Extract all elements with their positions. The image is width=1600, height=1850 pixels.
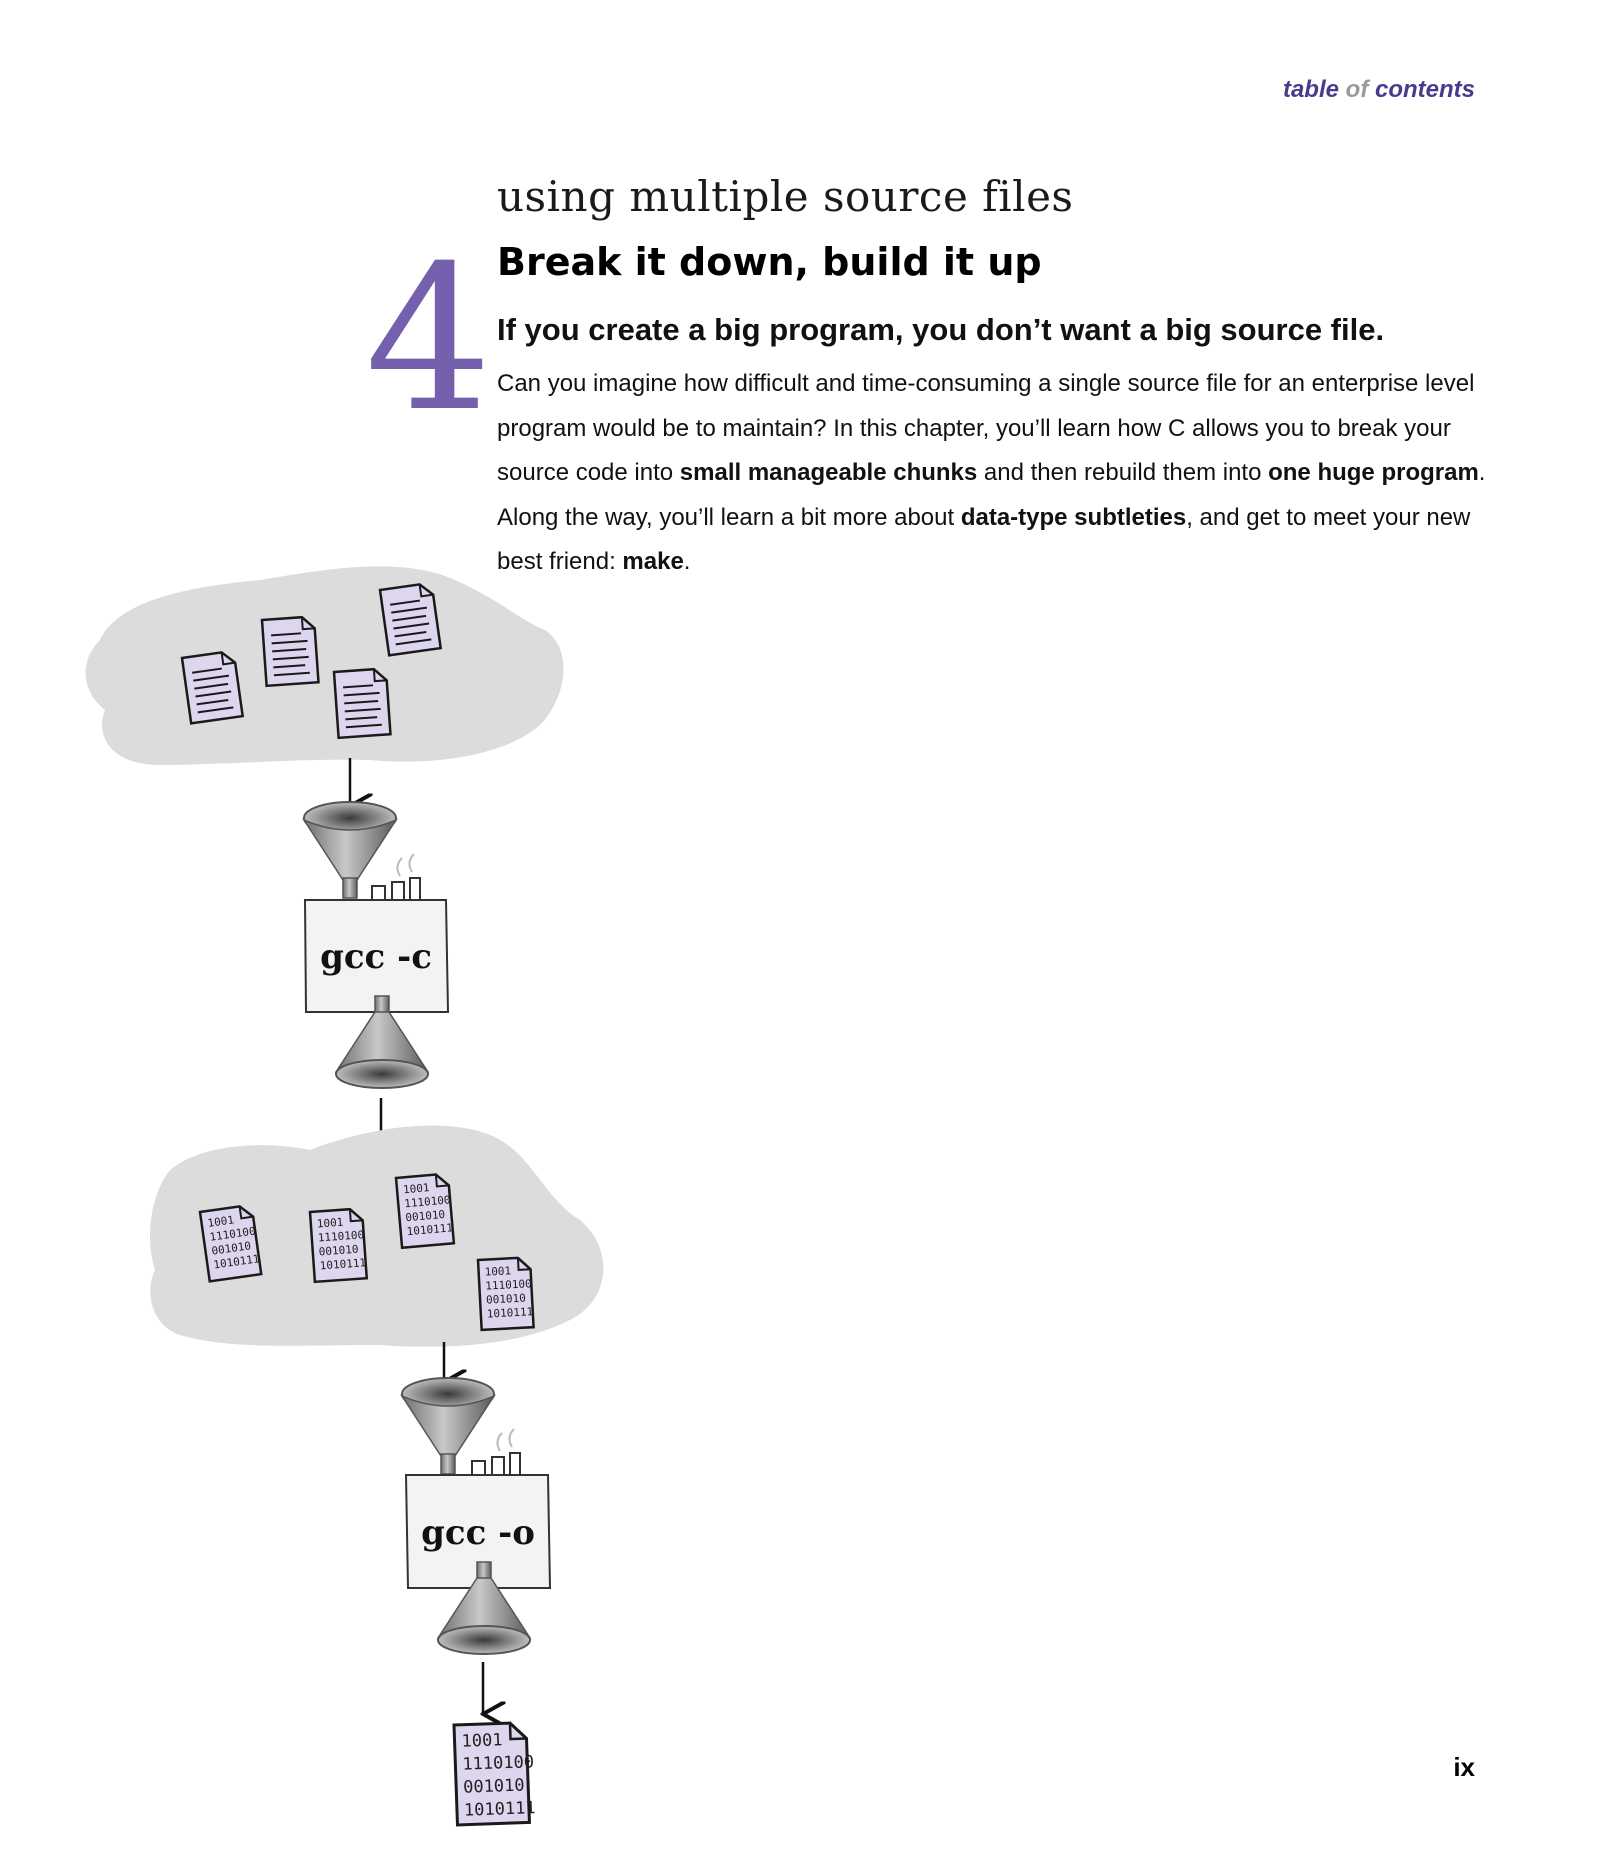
binary-line: 1010111 [406, 1221, 453, 1238]
desc-bold-program: one huge program [1268, 459, 1479, 487]
binary-line: 1110100 [317, 1228, 364, 1244]
chapter-number: 4 [365, 223, 493, 456]
binary-line: 1010111 [487, 1305, 534, 1320]
compile-box: gcc -c [303, 853, 450, 1013]
desc-text-2: and then rebuild them into [977, 459, 1269, 487]
binary-line: 1001 [207, 1213, 235, 1230]
binary-line: 1010111 [213, 1252, 261, 1271]
object-file-icon-1: 1001 1110100 001010 1010111 [198, 1203, 263, 1283]
link-box: gcc -o [404, 1428, 552, 1589]
binary-line: 001010 [211, 1239, 252, 1257]
binary-line: 001010 [318, 1243, 359, 1259]
source-file-icon-4 [378, 581, 442, 657]
executable-file-icon: 1001 1110100 001010 1010111 [452, 1721, 536, 1827]
binary-line: 1001 [316, 1216, 343, 1231]
source-file-icon-2 [260, 615, 320, 688]
binary-line: 1110100 [209, 1225, 257, 1244]
binary-line: 001010 [463, 1776, 525, 1798]
object-file-icon-4: 1001 1110100 001010 1010111 [476, 1256, 535, 1332]
chapter-subtitle: using multiple source files [497, 172, 1074, 221]
source-file-icon-3 [332, 667, 392, 740]
source-file-icon-1 [180, 649, 244, 725]
binary-line: 1001 [461, 1730, 503, 1751]
binary-line: 1001 [484, 1264, 511, 1278]
desc-text-1: Can you imagine how difficult and time-c… [497, 370, 1475, 487]
funnel-icon [401, 1377, 495, 1475]
desc-bold-make: make [622, 548, 684, 576]
binary-line: 1110100 [462, 1752, 534, 1774]
running-head-contents: contents [1368, 76, 1475, 103]
page-number: ix [1453, 1752, 1475, 1782]
source-files-cloud [85, 566, 564, 765]
chapter-title: Break it down, build it up [497, 240, 1042, 284]
desc-bold-chunks: small manageable chunks [679, 459, 978, 487]
binary-line: 1010111 [319, 1256, 366, 1272]
desc-text-3: . Along the way, you’ll learn a bit more… [497, 459, 1486, 531]
binary-line: 1001 [403, 1181, 431, 1196]
desc-text-4: , and get to meet your new best friend: [497, 503, 1471, 576]
running-head: table of contents [1283, 76, 1475, 104]
object-file-icon-3: 1001 1110100 001010 1010111 [394, 1172, 456, 1249]
running-head-of: of [1345, 76, 1369, 103]
binary-line: 001010 [405, 1208, 446, 1224]
chapter-description: Can you imagine how difficult and time-c… [497, 362, 1487, 585]
binary-line: 1010111 [464, 1798, 536, 1820]
funnel-icon [303, 801, 397, 899]
compile-diagram: gcc -c 1001 1110100 001010 1010111 1001 … [85, 566, 604, 1827]
binary-line: 001010 [486, 1292, 526, 1307]
running-head-table: table [1282, 76, 1346, 103]
binary-line: 1110100 [485, 1277, 532, 1292]
desc-text-5: . [683, 548, 691, 576]
binary-line: 1110100 [404, 1193, 451, 1210]
object-file-icon-2: 1001 1110100 001010 1010111 [308, 1207, 369, 1284]
desc-bold-subtleties: data-type subtleties [960, 503, 1187, 531]
chapter-lead: If you create a big program, you don’t w… [497, 312, 1385, 347]
link-command-label: gcc -o [421, 1513, 535, 1553]
compile-command-label: gcc -c [320, 937, 432, 977]
